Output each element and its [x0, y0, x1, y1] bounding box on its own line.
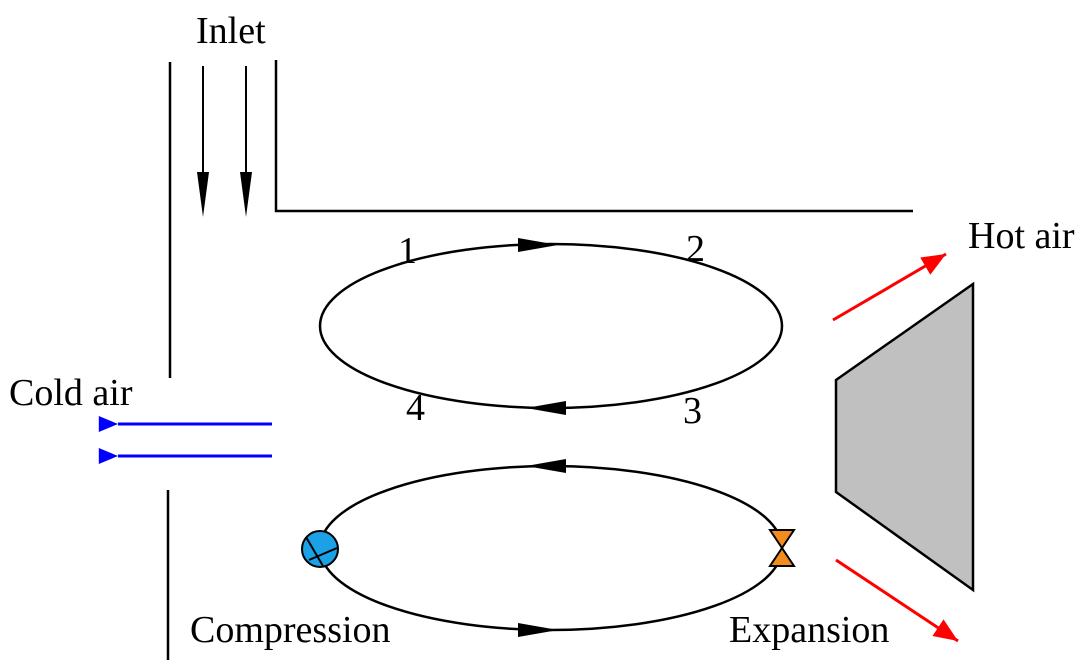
compression-label: Compression: [190, 609, 391, 651]
hot-air-arrow-lower: [835, 558, 959, 643]
state-point-4: 4: [406, 387, 425, 429]
state-point-3: 3: [683, 390, 702, 432]
lower-cycle-arrow-bottom: [518, 623, 558, 637]
lower-cycle-loop: [318, 464, 784, 632]
heat-exchanger-icon: [834, 281, 975, 593]
upper-cycle-arrow-bottom: [526, 401, 566, 415]
upper-cycle-arrow-top: [518, 238, 558, 252]
inlet-label: Inlet: [196, 10, 266, 52]
cold-air-label: Cold air: [9, 372, 133, 414]
expansion-label: Expansion: [729, 609, 889, 651]
duct-inner-wall: [274, 60, 913, 213]
upper-cycle-loop: [318, 242, 784, 410]
state-point-1: 1: [398, 230, 417, 272]
hot-air-label: Hot air: [968, 215, 1075, 257]
duct-walls: [166, 60, 913, 660]
cold-air-arrows: [98, 416, 272, 464]
hot-air-arrow-upper: [832, 252, 947, 322]
inlet-arrow-1-head: [197, 172, 209, 217]
compressor-icon: [301, 530, 339, 568]
state-point-2: 2: [686, 228, 705, 270]
lower-cycle-arrow-top: [526, 459, 566, 473]
inlet-arrows: [197, 66, 252, 217]
expansion-valve-icon: [768, 529, 796, 567]
inlet-arrow-2-head: [240, 172, 252, 217]
hot-air-arrows: [832, 252, 959, 643]
